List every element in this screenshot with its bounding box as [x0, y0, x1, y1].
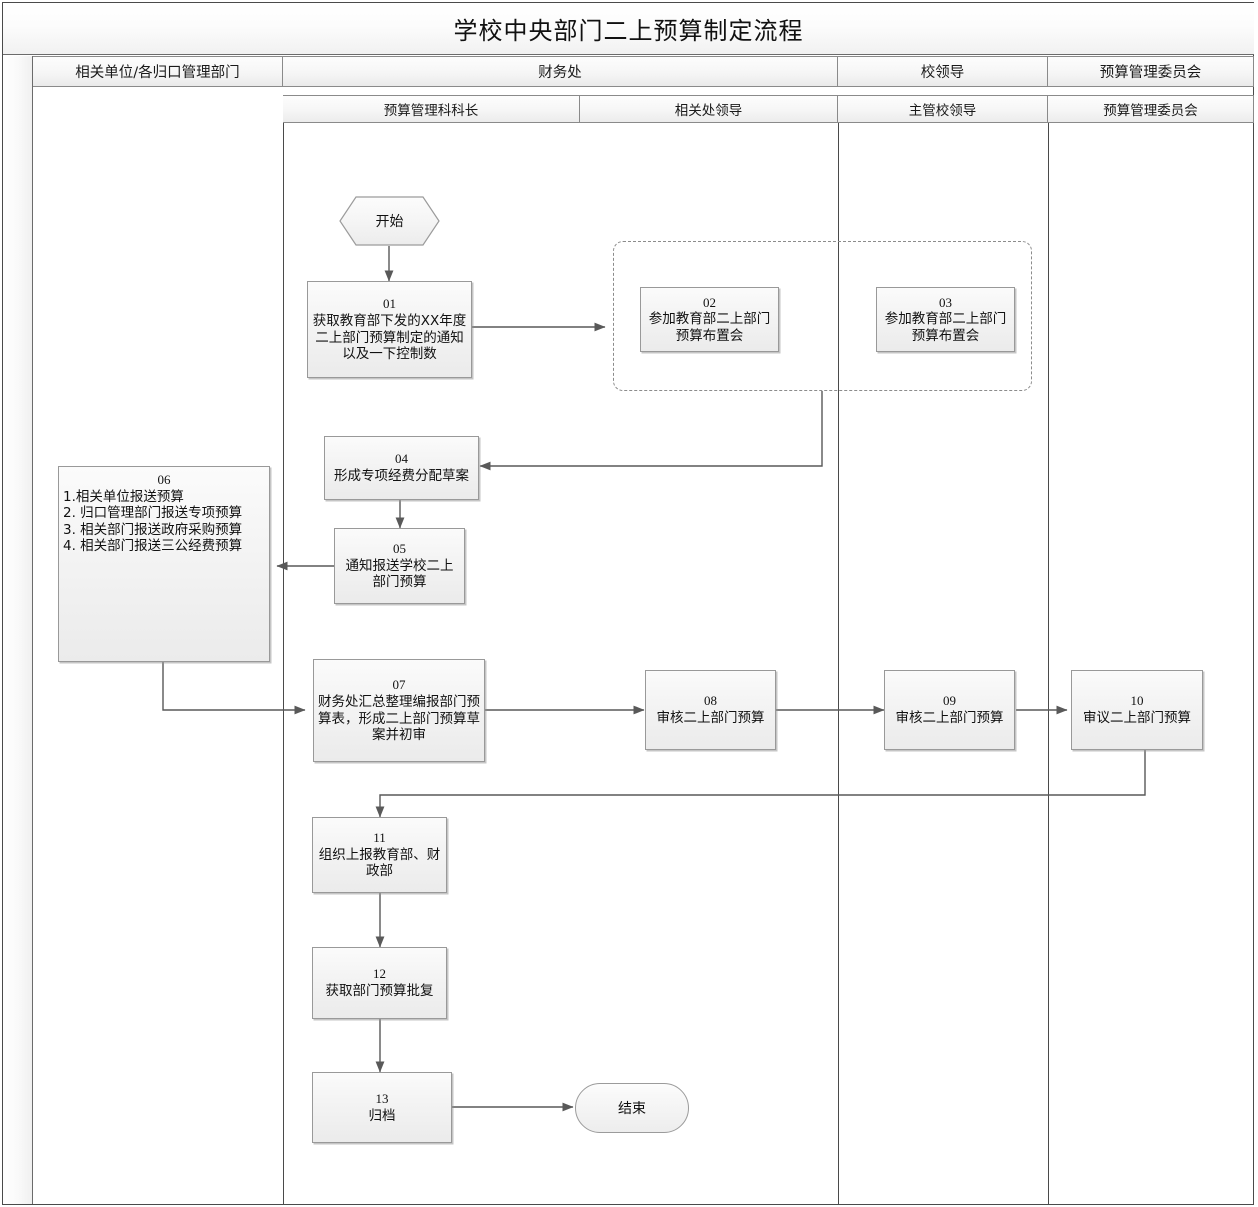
lane-separator-2 [838, 123, 839, 1204]
lane-header-related-units: 相关单位/各归口管理部门 [33, 56, 283, 87]
node-number: 07 [392, 677, 406, 693]
node-text: 形成专项经费分配草案 [334, 468, 469, 485]
sublane-header-responsible-school-leader: 主管校领导 [838, 95, 1048, 123]
end-terminator[interactable]: 结束 [575, 1083, 689, 1133]
node-number: 08 [704, 693, 717, 709]
process-node-09[interactable]: 09 审核二上部门预算 [884, 670, 1015, 750]
sublane-header-budget-committee: 预算管理委员会 [1048, 95, 1254, 123]
start-label: 开始 [375, 214, 404, 230]
end-label: 结束 [618, 1101, 646, 1117]
node-number: 02 [703, 294, 716, 310]
diagram-title-bar: 学校中央部门二上预算制定流程 [3, 3, 1254, 55]
process-node-04[interactable]: 04 形成专项经费分配草案 [324, 436, 479, 500]
node-number: 01 [383, 296, 396, 312]
process-node-01[interactable]: 01 获取教育部下发的XX年度二上部门预算制定的通知以及一下控制数 [307, 281, 472, 378]
process-node-11[interactable]: 11 组织上报教育部、财政部 [312, 817, 447, 893]
node-text: 审议二上部门预算 [1083, 710, 1191, 727]
process-node-13[interactable]: 13 归档 [312, 1072, 452, 1143]
process-node-12[interactable]: 12 获取部门预算批复 [312, 947, 447, 1019]
process-node-10[interactable]: 10 审议二上部门预算 [1071, 670, 1203, 750]
node-number: 06 [157, 472, 171, 487]
lane-header-label: 财务处 [538, 65, 582, 81]
lane-header-label: 预算管理委员会 [1099, 65, 1202, 81]
node-number: 04 [395, 451, 408, 467]
dashed-group-briefing-meeting [613, 241, 1032, 391]
node-text: 1.相关单位报送预算 2. 归口管理部门报送专项预算 3. 相关部门报送政府采购… [63, 488, 243, 555]
sublane-header-budget-section-chief: 预算管理科科长 [283, 95, 580, 123]
node-text: 组织上报教育部、财政部 [318, 846, 441, 880]
process-node-06[interactable]: 06 1.相关单位报送预算 2. 归口管理部门报送专项预算 3. 相关部门报送政… [58, 466, 270, 662]
left-vertical-title-strip [3, 56, 33, 1204]
node-text: 通知报送学校二上部门预算 [345, 557, 454, 591]
sublane-header-division-leaders: 相关处领导 [580, 95, 838, 123]
page-title: 学校中央部门二上预算制定流程 [453, 17, 804, 45]
node-text: 归档 [368, 1107, 396, 1124]
process-node-07[interactable]: 07 财务处汇总整理编报部门预算表，形成二上部门预算草案并初审 [313, 659, 485, 762]
node-text: 审核二上部门预算 [895, 710, 1004, 727]
node-text: 参加教育部二上部门预算布置会 [884, 311, 1007, 344]
lane-header-label: 相关单位/各归口管理部门 [75, 65, 240, 81]
sublane-header-label: 预算管理科科长 [383, 103, 479, 119]
process-node-03[interactable]: 03 参加教育部二上部门预算布置会 [876, 287, 1015, 352]
node-number: 10 [1130, 693, 1144, 709]
start-terminator[interactable]: 开始 [339, 196, 440, 246]
sublane-header-label: 主管校领导 [908, 103, 977, 119]
node-number: 13 [375, 1090, 389, 1106]
lane-header-label: 校领导 [920, 65, 965, 81]
process-node-02[interactable]: 02 参加教育部二上部门预算布置会 [640, 287, 779, 352]
process-node-08[interactable]: 08 审核二上部门预算 [645, 670, 776, 750]
node-number: 09 [943, 693, 956, 709]
sublane-header-label: 预算管理委员会 [1103, 103, 1198, 119]
hexagon-shape-icon [339, 196, 440, 246]
node-text: 审核二上部门预算 [656, 710, 765, 727]
node-text: 获取教育部下发的XX年度二上部门预算制定的通知以及一下控制数 [312, 313, 467, 363]
node-number: 03 [939, 294, 952, 310]
process-node-05[interactable]: 05 通知报送学校二上部门预算 [334, 528, 465, 604]
node-text: 获取部门预算批复 [325, 983, 434, 1000]
node-text: 财务处汇总整理编报部门预算表，形成二上部门预算草案并初审 [318, 694, 480, 744]
lane-header-finance-office: 财务处 [283, 56, 838, 87]
lane-header-school-leaders: 校领导 [838, 56, 1048, 87]
node-number: 11 [373, 830, 386, 846]
lane-separator-3 [1048, 123, 1049, 1204]
node-number: 12 [373, 966, 386, 982]
lane-header-budget-committee: 预算管理委员会 [1048, 56, 1254, 87]
node-number: 05 [393, 541, 406, 557]
sublane-header-label: 相关处领导 [674, 103, 743, 119]
node-text: 参加教育部二上部门预算布置会 [648, 311, 771, 344]
lane-separator-1 [283, 123, 284, 1204]
